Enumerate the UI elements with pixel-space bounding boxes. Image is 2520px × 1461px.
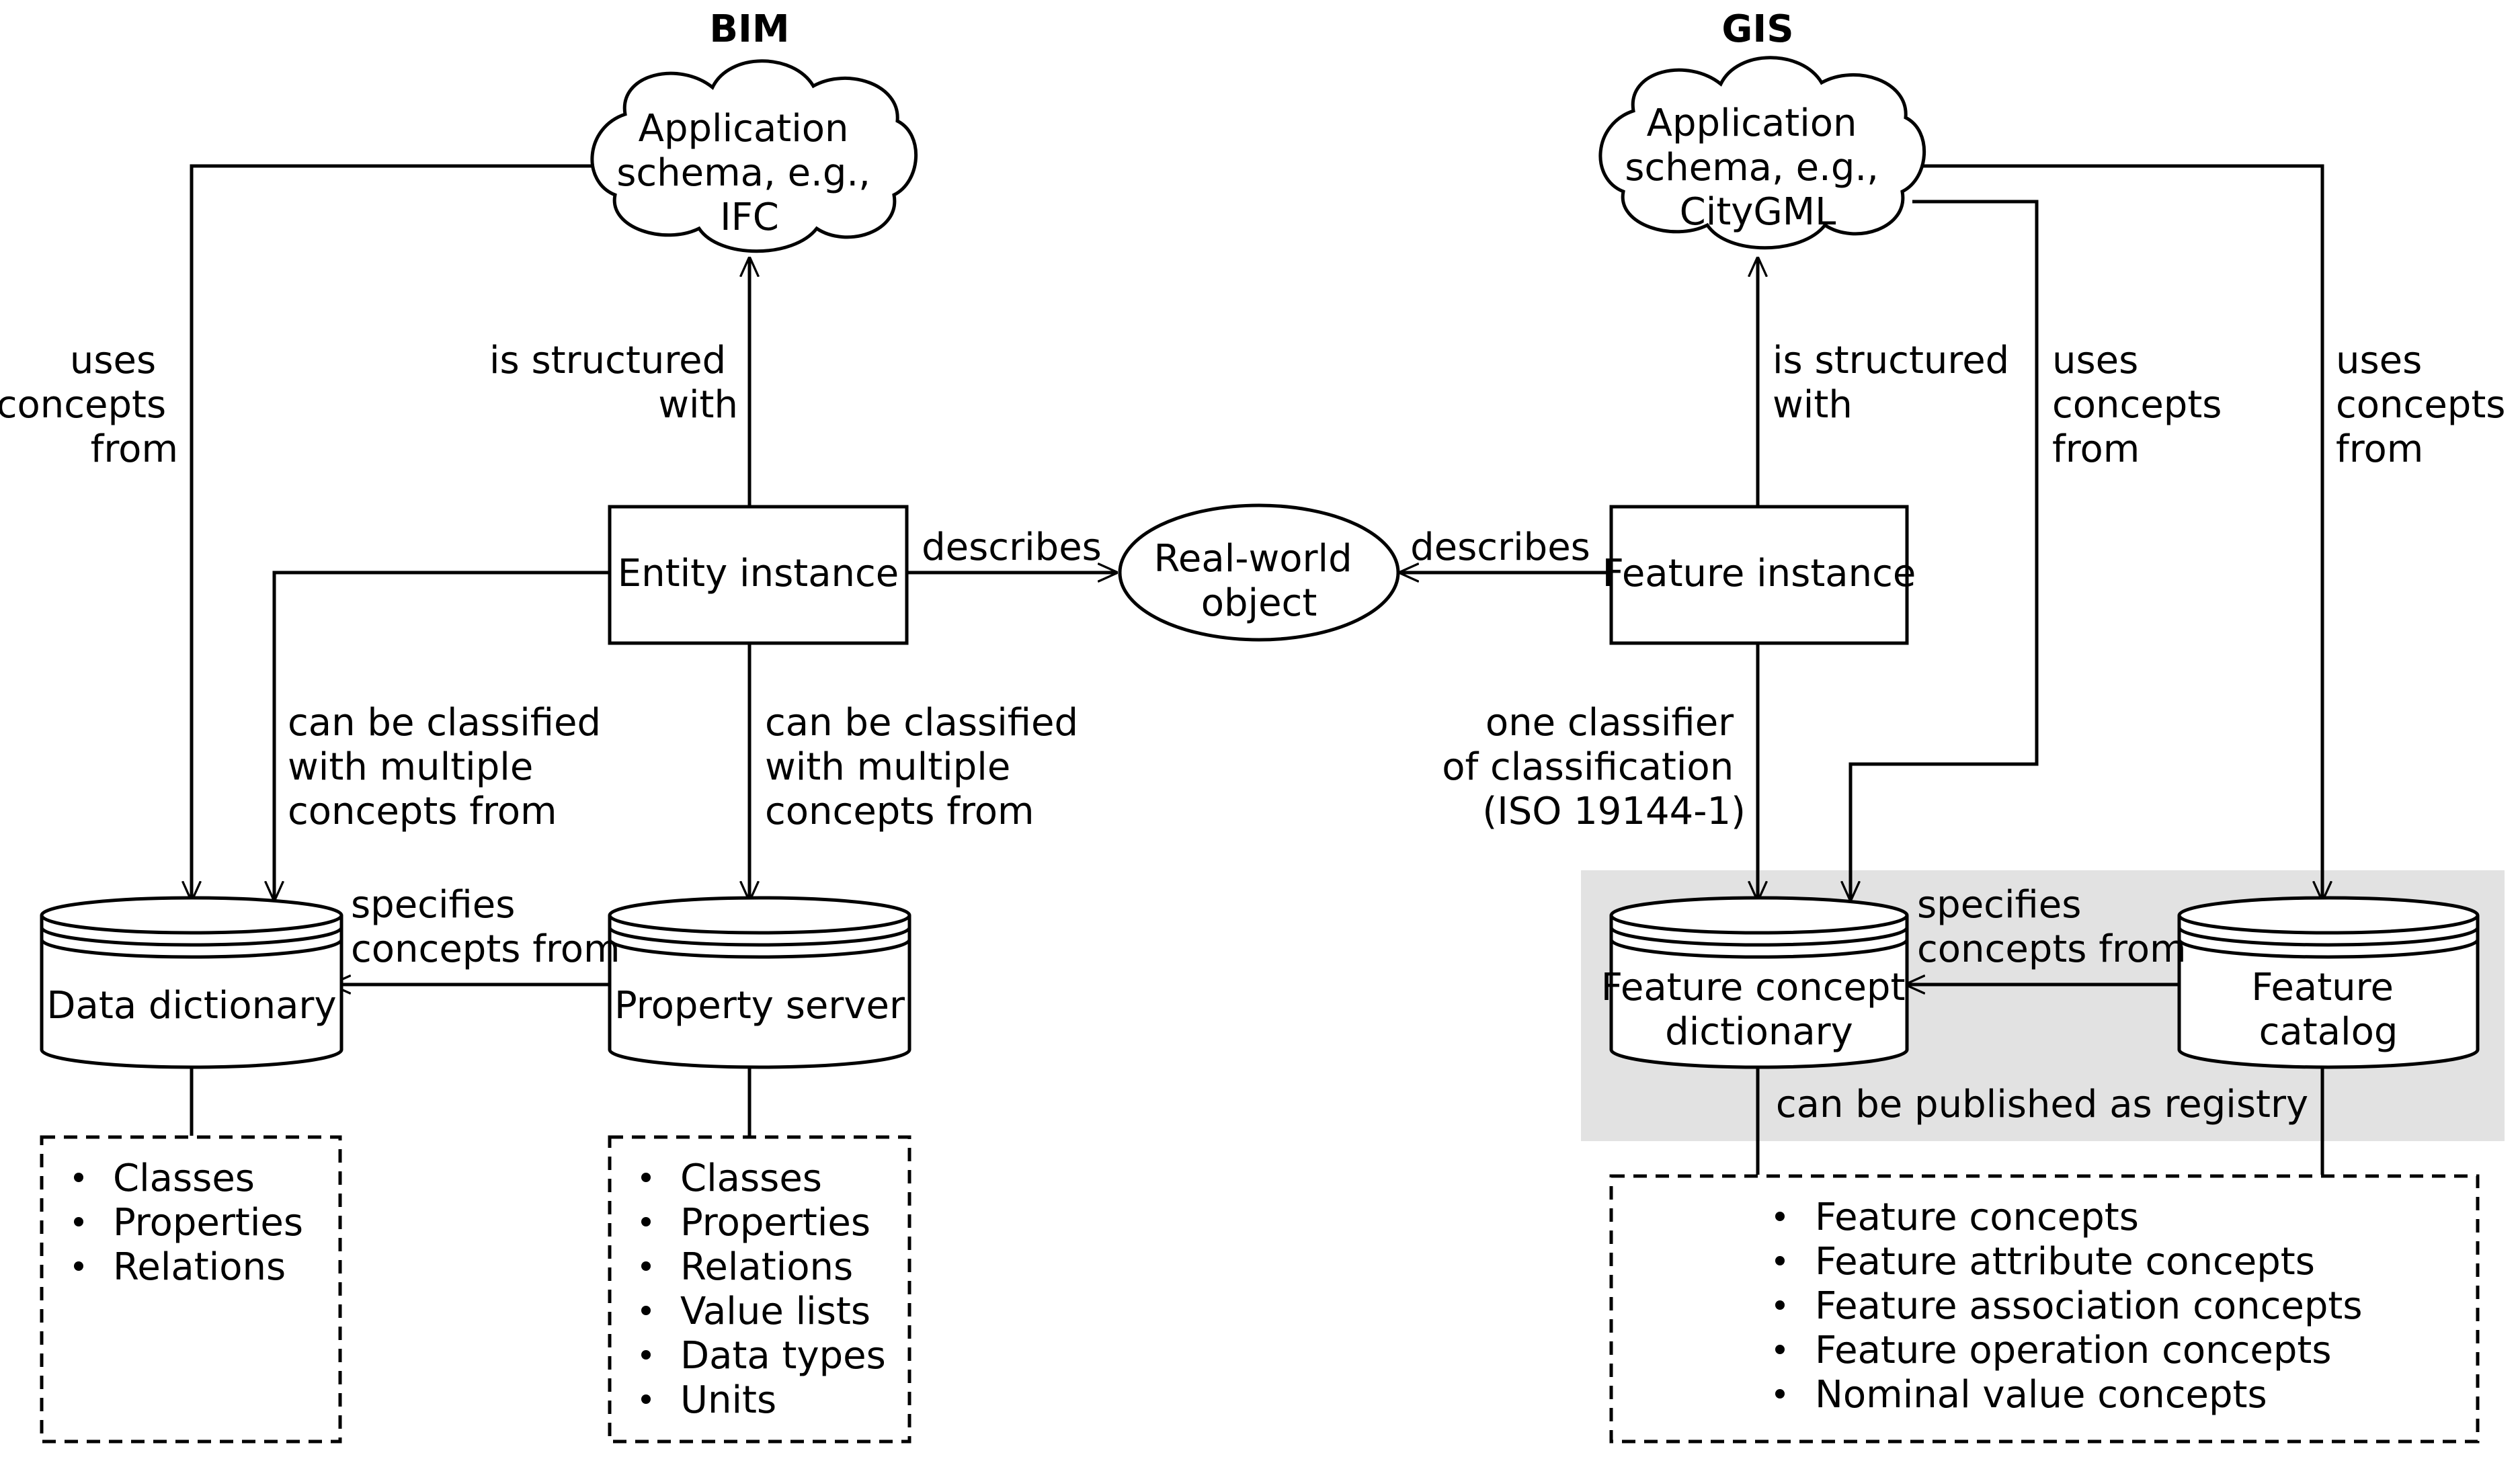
svg-text:Properties: Properties — [113, 1201, 303, 1245]
data-dictionary-label: Data dictionary — [46, 984, 336, 1028]
real-world-object-ellipse: Real-world object — [1118, 503, 1400, 642]
data-dictionary-list: Classes Properties Relations — [40, 1135, 342, 1444]
svg-text:Value lists: Value lists — [680, 1290, 870, 1333]
bim-schema-text: Application schema, e.g., IFC — [616, 107, 883, 239]
gis-schema-cloud: Application schema, e.g., CityGML — [1598, 56, 1926, 250]
property-server-list: Classes Properties Relations Value lists… — [608, 1135, 911, 1444]
gis-schema-text: Application schema, e.g., CityGML — [1625, 101, 1891, 234]
gis-bullet-2: Feature association concepts — [1775, 1284, 2363, 1328]
published-label: can be published as registry — [1776, 1083, 2308, 1126]
svg-text:Units: Units — [680, 1378, 776, 1422]
dd-bullet-0: Classes — [74, 1157, 255, 1200]
svg-text:Data types: Data types — [680, 1334, 886, 1378]
edge-bim-uses — [192, 164, 602, 901]
edge-gis-uses-2 — [1912, 164, 2322, 901]
gis-bullet-0: Feature concepts — [1775, 1196, 2139, 1239]
property-server-label: Property server — [614, 984, 905, 1028]
entity-instance-box: Entity instance — [608, 505, 909, 645]
svg-text:Feature operation concepts: Feature operation concepts — [1815, 1329, 2332, 1372]
bim-uses-label: uses concepts from — [0, 339, 178, 471]
svg-text:Feature association concepts: Feature association concepts — [1815, 1284, 2363, 1328]
gis-bullet-4: Nominal value concepts — [1775, 1373, 2267, 1417]
ps-bullet-3: Value lists — [641, 1290, 870, 1333]
feature-instance-box: Feature instance — [1602, 505, 1916, 645]
svg-text:Properties: Properties — [680, 1201, 870, 1245]
ps-bullet-5: Units — [641, 1378, 776, 1422]
entity-instance-label: Entity instance — [618, 552, 899, 595]
data-dictionary-db: Data dictionary — [40, 896, 343, 1069]
bim-structured-label: is structured with — [489, 339, 738, 427]
edge-classified-1 — [274, 571, 608, 901]
svg-text:Feature attribute concepts: Feature attribute concepts — [1815, 1240, 2315, 1284]
dd-bullet-1: Properties — [74, 1201, 303, 1245]
feature-concept-dictionary-db: Feature concept dictionary — [1601, 896, 1918, 1069]
ps-bullet-2: Relations — [641, 1245, 853, 1289]
classified-2-label: can be classified with multiple concepts… — [765, 701, 1090, 833]
svg-text:Relations: Relations — [680, 1245, 853, 1289]
bim-heading: BIM — [709, 7, 789, 51]
specifies-gis-label: specifies concepts from — [1917, 883, 2187, 971]
gis-uses-1-label: uses concepts from — [2052, 339, 2234, 471]
svg-text:Feature concepts: Feature concepts — [1815, 1196, 2139, 1239]
ps-bullet-1: Properties — [641, 1201, 870, 1245]
feature-catalog-db: Feature catalog — [2177, 896, 2480, 1069]
gis-heading: GIS — [1721, 7, 1793, 51]
svg-text:Nominal value concepts: Nominal value concepts — [1815, 1373, 2267, 1417]
describes-left-label: describes — [922, 526, 1102, 569]
gis-concepts-list: Feature concepts Feature attribute conce… — [1609, 1174, 2480, 1444]
real-world-object-label: Real-world object — [1154, 537, 1365, 625]
gis-structured-label: is structured with — [1773, 339, 2021, 427]
gis-bullet-3: Feature operation concepts — [1775, 1329, 2332, 1372]
bim-schema-cloud: Application schema, e.g., IFC — [590, 59, 918, 253]
edge-gis-uses-1 — [1851, 200, 2039, 901]
one-classifier-label: one classifier of classification (ISO 19… — [1442, 701, 1746, 833]
property-server-db: Property server — [608, 896, 911, 1069]
classified-1-label: can be classified with multiple concepts… — [288, 701, 613, 833]
describes-right-label: describes — [1410, 526, 1590, 569]
svg-text:Classes: Classes — [680, 1157, 822, 1200]
gis-uses-2-label: uses concepts from — [2336, 339, 2517, 471]
svg-text:Classes: Classes — [113, 1157, 255, 1200]
specifies-bim-label: specifies concepts from — [351, 883, 620, 971]
dd-bullet-2: Relations — [74, 1245, 286, 1289]
svg-text:Relations: Relations — [113, 1245, 286, 1289]
feature-catalog-label: Feature catalog — [2251, 966, 2405, 1054]
gis-bullet-1: Feature attribute concepts — [1775, 1240, 2315, 1284]
ps-bullet-0: Classes — [641, 1157, 822, 1200]
ps-bullet-4: Data types — [641, 1334, 886, 1378]
feature-concept-dictionary-label: Feature concept dictionary — [1601, 966, 1918, 1054]
connectors — [192, 164, 2322, 1175]
feature-instance-label: Feature instance — [1602, 552, 1916, 595]
